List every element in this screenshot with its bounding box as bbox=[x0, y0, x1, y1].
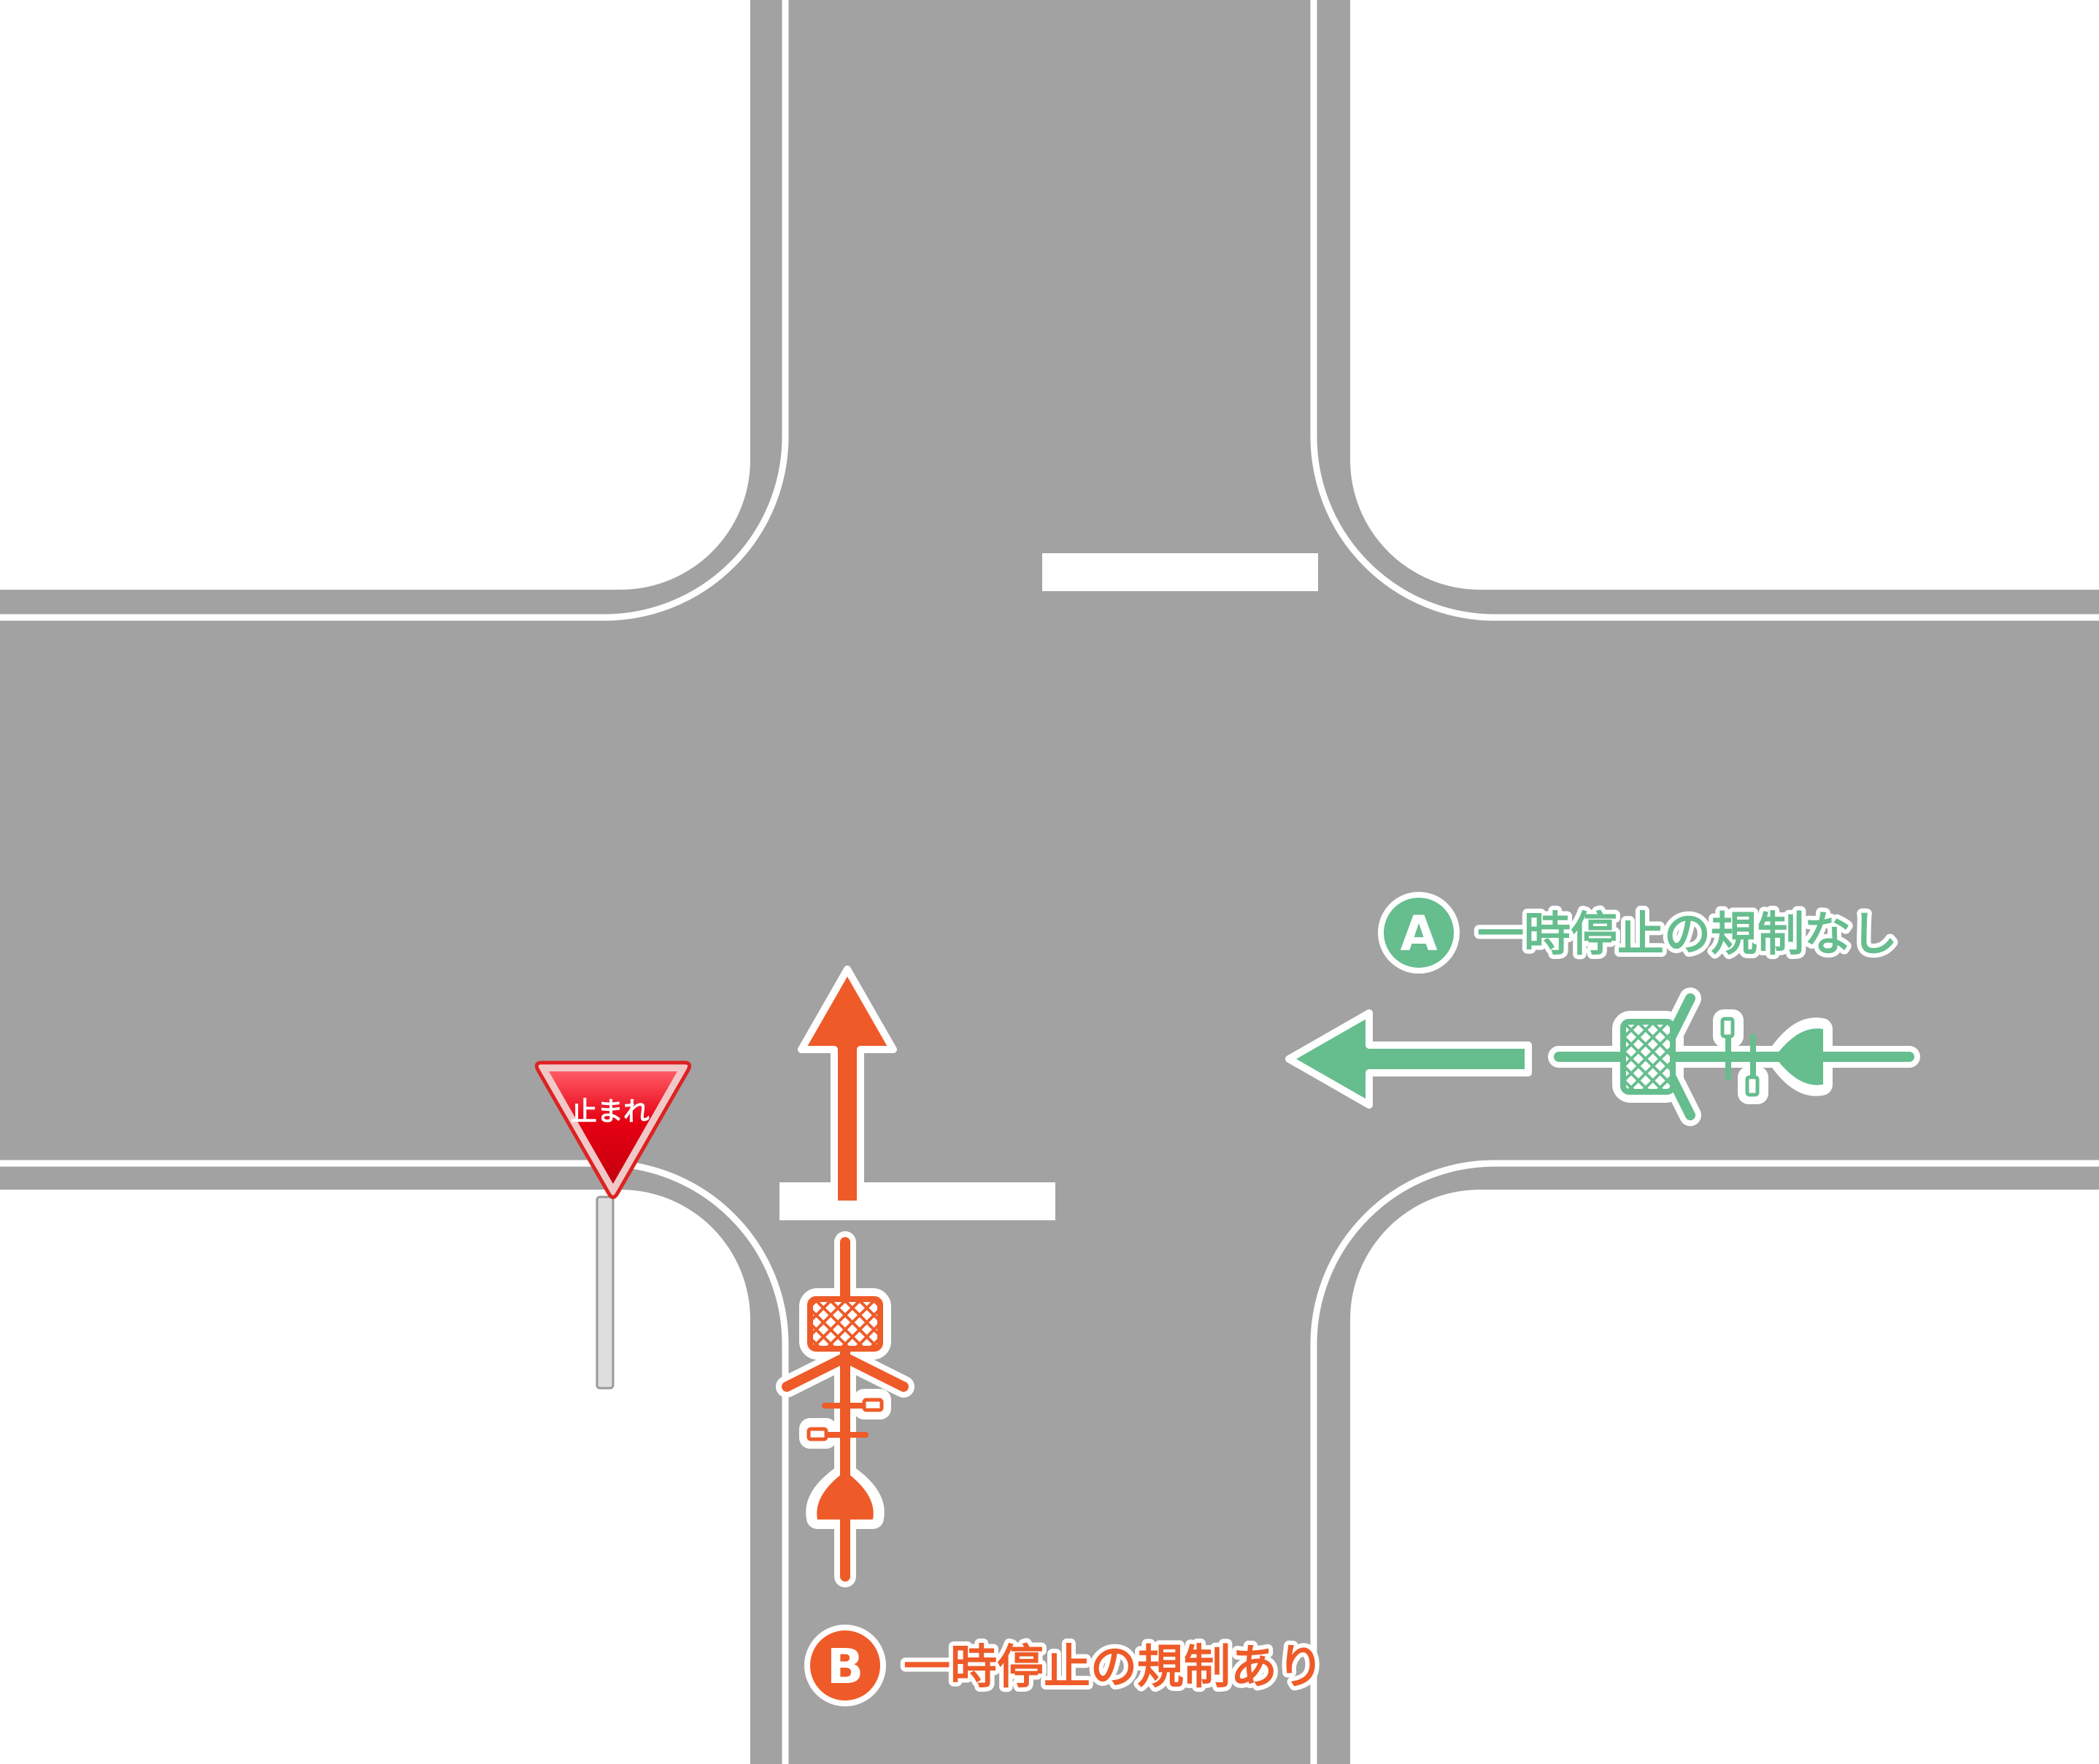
badge-a-letter: A bbox=[1400, 906, 1437, 962]
badge-a bbox=[1378, 892, 1460, 974]
label-b: B 一時停止の規制あり bbox=[804, 1625, 1328, 1706]
badge-b-letter: B bbox=[827, 1638, 863, 1695]
badge-b bbox=[804, 1625, 886, 1706]
stop-line-top bbox=[1042, 553, 1318, 591]
bicycle-a-icon bbox=[1548, 987, 1920, 1126]
stop-sign: 止まれ bbox=[534, 1060, 692, 1390]
stop-sign-text: 止まれ bbox=[571, 1097, 650, 1127]
direction-arrow-b bbox=[798, 966, 897, 1208]
label-b-text: 一時停止の規制あり bbox=[904, 1641, 1324, 1695]
label-a: A 一時停止の規制なし bbox=[1378, 892, 1902, 974]
label-a-text: 一時停止の規制なし bbox=[1477, 908, 1898, 962]
bicycle-b-icon bbox=[776, 1231, 914, 1587]
stop-sign-pole bbox=[596, 1195, 615, 1390]
stop-line-bottom bbox=[779, 1182, 1055, 1220]
direction-arrow-a bbox=[1285, 1009, 1532, 1109]
